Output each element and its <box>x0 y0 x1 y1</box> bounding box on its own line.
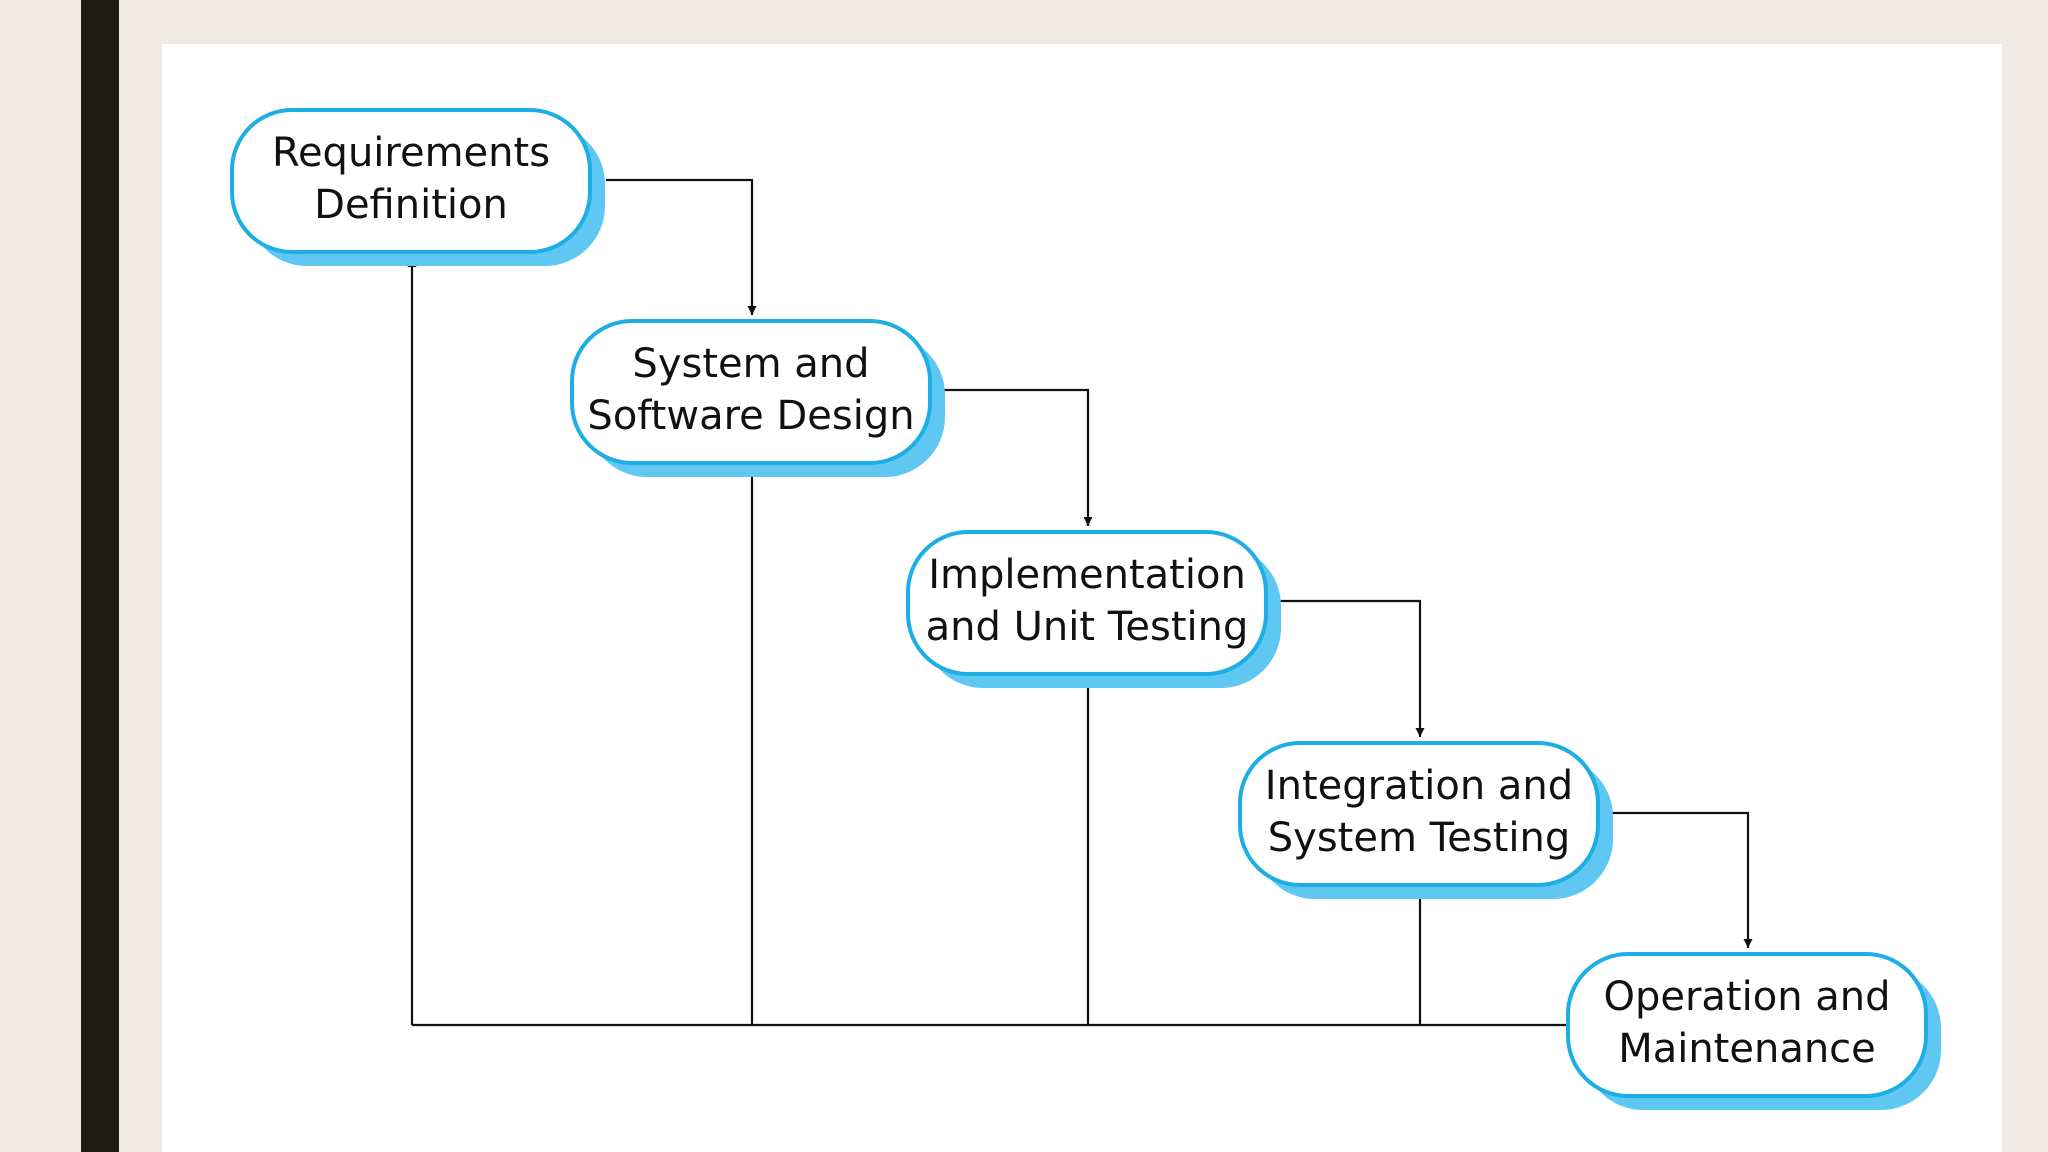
stage-label-line-2: Software Design <box>587 393 914 439</box>
stage-label-line-2: Definition <box>314 182 508 228</box>
stage-implementation: Implementation and Unit Testing <box>906 530 1281 688</box>
stage-design: System and Software Design <box>570 319 945 477</box>
slide-accent-bar <box>81 0 119 1152</box>
stage-label-line-2: Maintenance <box>1618 1026 1876 1072</box>
stage-label-line-1: System and <box>632 341 869 387</box>
stage-box <box>1566 952 1928 1098</box>
stage-requirements: Requirements Definition <box>230 108 605 266</box>
connector-design-to-implementation <box>942 388 1093 526</box>
stage-label-line-1: Integration and <box>1265 763 1573 809</box>
stage-box <box>906 530 1268 676</box>
connector-integration-to-operation <box>1610 811 1753 948</box>
stage-integration: Integration and System Testing <box>1238 741 1613 899</box>
stage-label-line-2: and Unit Testing <box>926 604 1249 650</box>
stage-label-line-1: Requirements <box>272 130 550 176</box>
feedback-connectors <box>407 258 1568 1027</box>
stage-label-line-1: Implementation <box>928 552 1246 598</box>
stage-label-line-1: Operation and <box>1603 974 1890 1020</box>
connector-implementation-to-integration <box>1278 599 1425 737</box>
stage-box <box>570 319 932 465</box>
stage-label-line-2: System Testing <box>1268 815 1571 861</box>
forward-connectors <box>606 178 1753 948</box>
connector-requirements-to-design <box>606 178 757 315</box>
stage-box <box>230 108 592 254</box>
stage-box <box>1238 741 1600 887</box>
stage-operation: Operation and Maintenance <box>1566 952 1941 1110</box>
